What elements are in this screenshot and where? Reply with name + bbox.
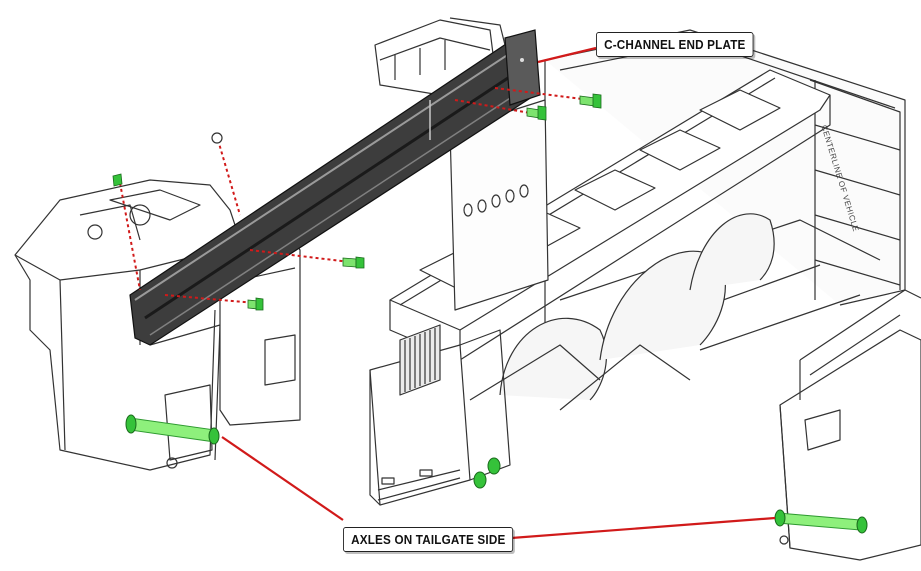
end-plate-callout: C-CHANNEL END PLATE	[596, 32, 754, 57]
axle-left	[125, 414, 220, 445]
leader-lines	[221, 46, 776, 542]
bolt-icon	[247, 297, 264, 311]
axle-center	[473, 457, 501, 489]
bolt-icon	[579, 93, 602, 109]
nut-icon	[211, 132, 223, 144]
c-channel	[129, 29, 541, 346]
alignment-guides	[119, 87, 591, 304]
right-corner-block	[779, 289, 921, 561]
axles-callout: AXLES ON TAILGATE SIDE	[343, 527, 514, 552]
center-rail-end	[369, 324, 511, 506]
bolt-icon	[112, 173, 123, 187]
side-plate	[449, 99, 549, 311]
bolts	[112, 93, 602, 311]
axle-right	[774, 509, 868, 534]
bolt-icon	[526, 105, 547, 121]
axles	[125, 414, 868, 534]
bolt-icon	[342, 256, 365, 269]
